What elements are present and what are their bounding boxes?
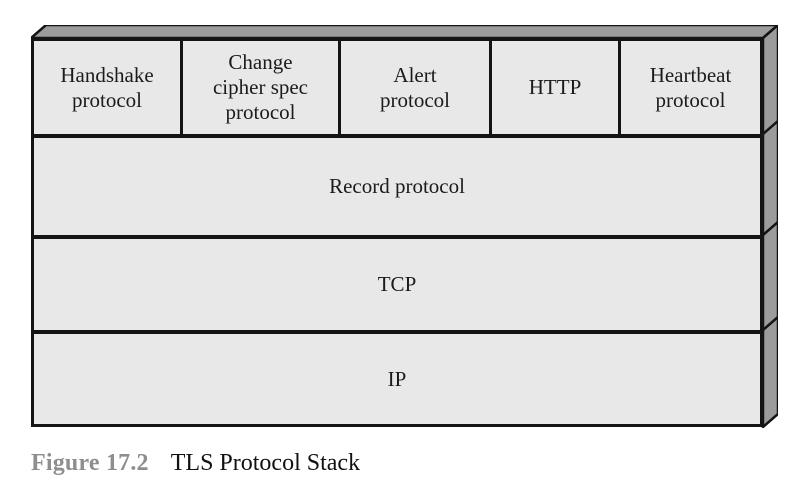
box-label: TCP <box>377 272 417 297</box>
box-label: Alert protocol <box>380 62 450 112</box>
box-heartbeat-protocol: Heartbeat protocol <box>621 41 760 134</box>
box-label: IP <box>387 366 407 391</box>
box-label: Record protocol <box>329 174 465 199</box>
box-label: Change cipher spec protocol <box>212 50 309 124</box>
box-ip: IP <box>34 330 760 424</box>
figure-caption: Figure 17.2 TLS Protocol Stack <box>31 450 360 476</box>
box-label: Handshake protocol <box>60 62 154 112</box>
side-seam-row2 <box>762 221 778 236</box>
stack-front-face: Handshake protocol Change cipher spec pr… <box>31 38 763 427</box>
side-seam-row1 <box>762 120 778 135</box>
box-change-cipher-spec-protocol: Change cipher spec protocol <box>183 41 341 134</box>
box-handshake-protocol: Handshake protocol <box>34 41 183 134</box>
upper-protocols-row: Handshake protocol Change cipher spec pr… <box>34 41 760 134</box>
box-alert-protocol: Alert protocol <box>341 41 492 134</box>
stack-right-face <box>761 25 778 428</box>
figure-title: TLS Protocol Stack <box>170 450 361 476</box>
box-label: HTTP <box>528 75 582 100</box>
box-record-protocol: Record protocol <box>34 134 760 235</box>
box-http: HTTP <box>492 41 621 134</box>
figure-number: Figure 17.2 <box>31 450 149 476</box>
box-label: Heartbeat protocol <box>649 62 732 112</box>
box-tcp: TCP <box>34 235 760 330</box>
tls-protocol-stack-diagram: Handshake protocol Change cipher spec pr… <box>31 25 778 428</box>
stack-top-face <box>31 25 778 40</box>
side-seam-row3 <box>762 316 778 331</box>
